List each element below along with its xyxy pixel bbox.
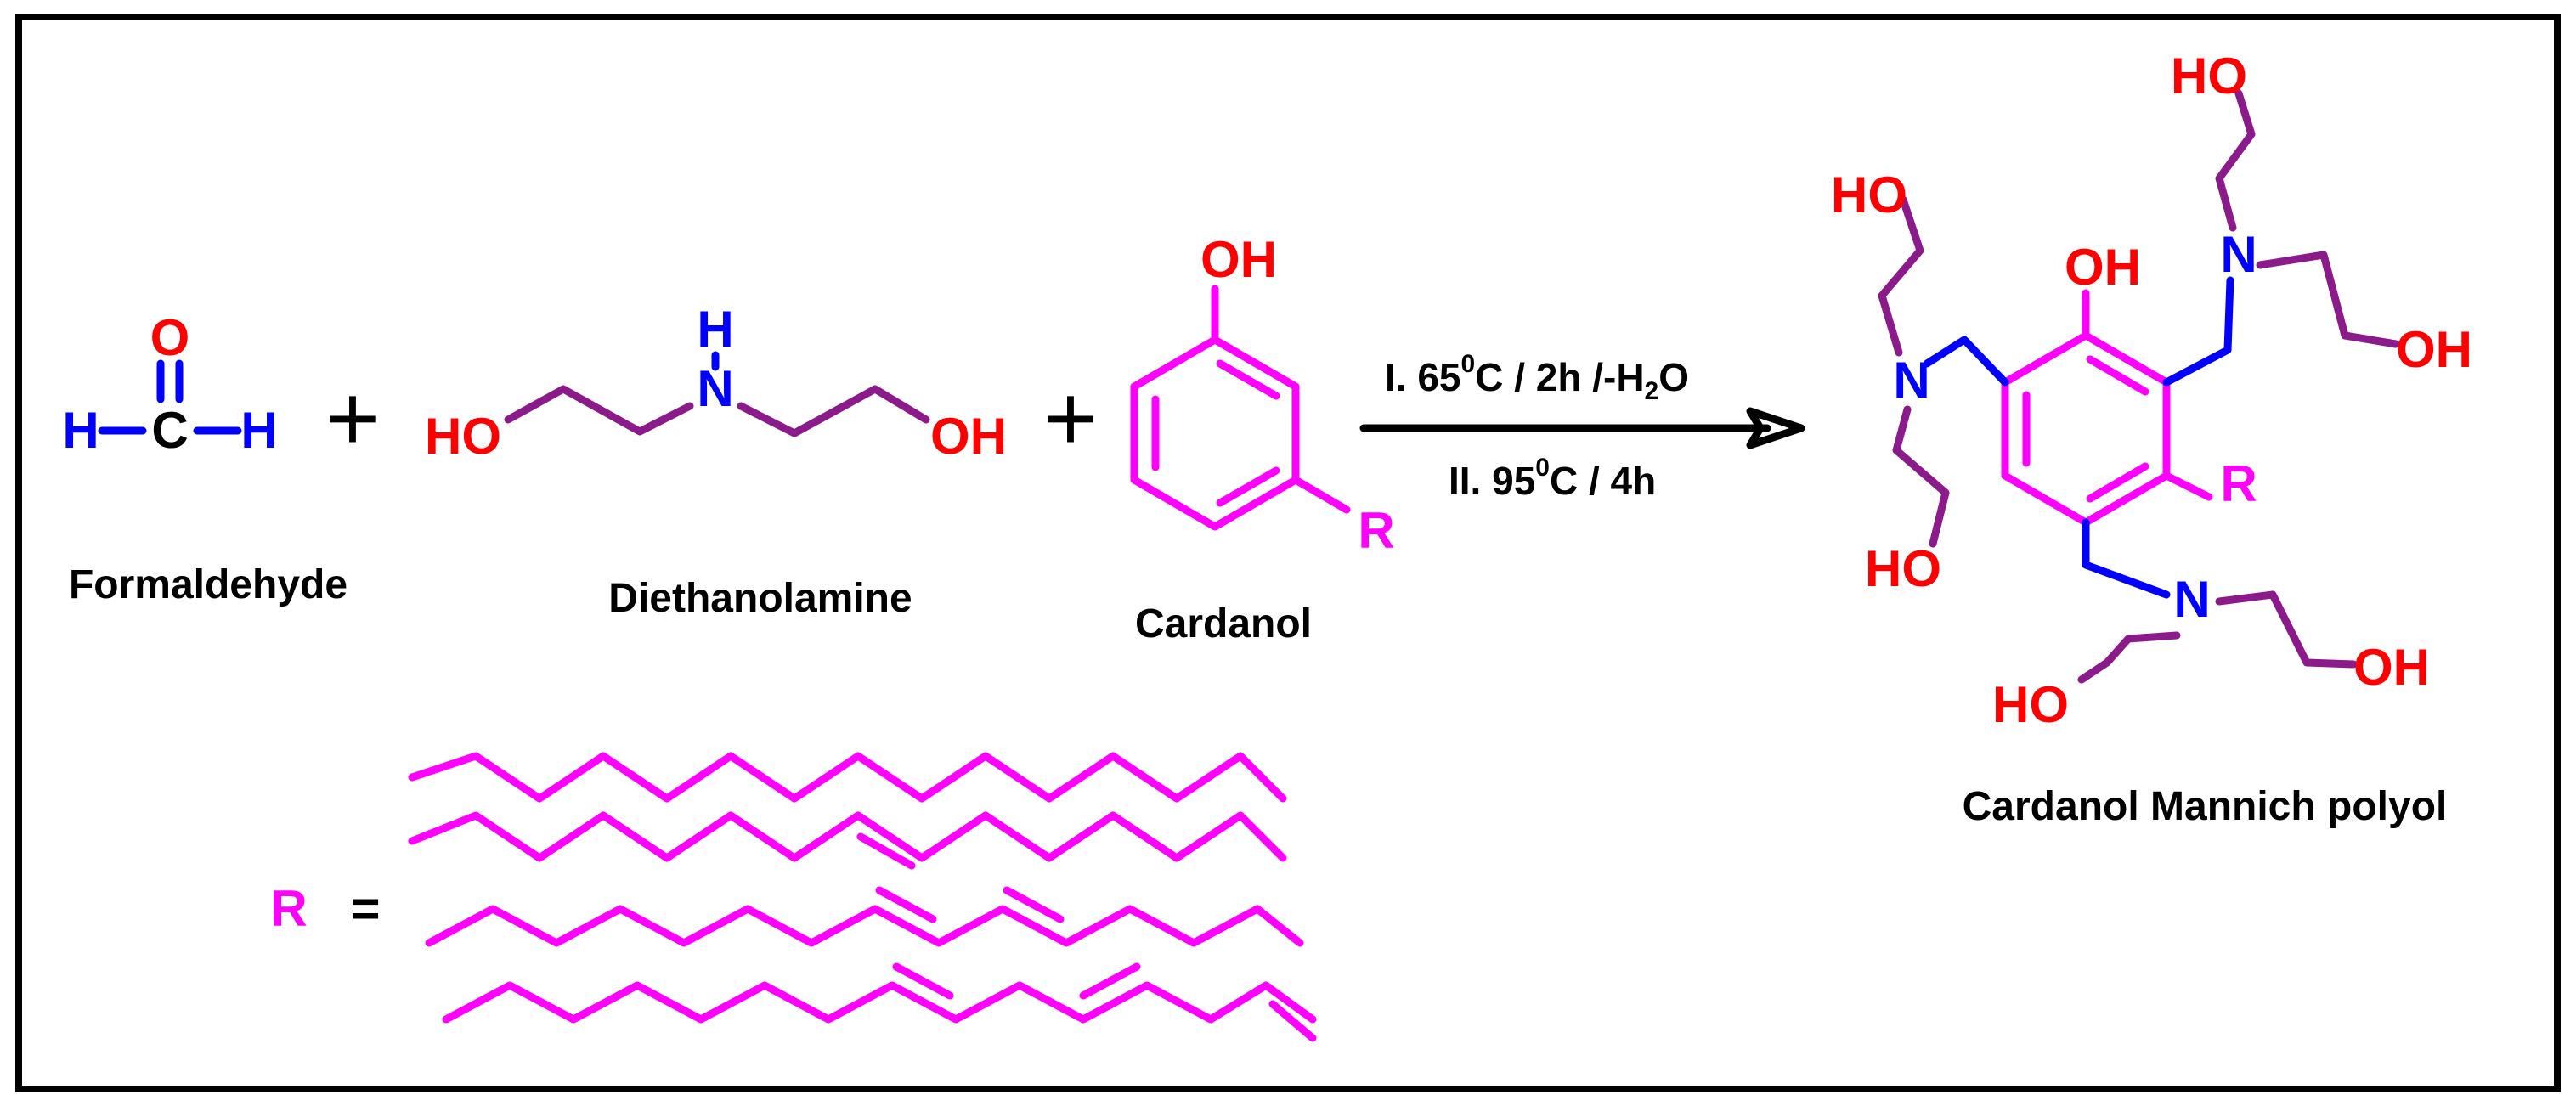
diethanolamine-structure: HO N H OH — [425, 301, 1007, 465]
r-chain-diene — [425, 886, 1304, 947]
cardanol-ring — [1130, 336, 1300, 531]
condition-step-1: I. 650C / 2h /-H2O — [1385, 350, 1689, 405]
diethanolamine-label: Diethanolamine — [608, 576, 912, 621]
dea-h: H — [697, 301, 733, 358]
r-triene-double-bond-3 — [1268, 1000, 1317, 1042]
formaldehyde-structure: O C H H — [62, 309, 277, 459]
cond1-end: O — [1658, 355, 1689, 399]
dea-oh: OH — [930, 408, 1007, 465]
product-bottom-left-arm — [2077, 631, 2181, 684]
cond2-sup: 0 — [1535, 454, 1550, 482]
cond2-end: C / 4h — [1550, 459, 1656, 503]
cond1-prefix: I. 65 — [1385, 355, 1461, 399]
r-chain-saturated — [408, 752, 1287, 803]
product-label: Cardanol Mannich polyol — [1963, 784, 2448, 829]
cond2-prefix: II. 95 — [1449, 459, 1535, 503]
r-triene-double-bond-1 — [892, 962, 954, 1000]
formaldehyde-label: Formaldehyde — [69, 562, 347, 607]
product-left-ch2 — [1923, 336, 2009, 387]
cardanol-structure: OH R — [1130, 231, 1395, 559]
product-right-upper-ho: HO — [2171, 48, 2247, 104]
product-left-upper-arm — [1878, 195, 1924, 357]
product-structure: OH R N HO HO N HO OH N HO OH — [1831, 48, 2472, 733]
dea-ho: HO — [425, 408, 501, 465]
cardanol-label: Cardanol — [1135, 601, 1312, 646]
cond1-sup: 0 — [1461, 350, 1476, 378]
cardanol-ring-double-1 — [1216, 359, 1280, 400]
product-bottom-n: N — [2173, 571, 2210, 628]
product-right-upper-arm — [2215, 89, 2256, 232]
formaldehyde-h-right: H — [240, 402, 277, 459]
cardanol-ring-double-3 — [1216, 466, 1280, 507]
plus-sign-1: + — [325, 366, 380, 471]
r-monoene-double-bond — [856, 832, 916, 870]
cond1-sub: 2 — [1645, 377, 1659, 405]
formaldehyde-o: O — [150, 309, 190, 366]
product-left-lower-arm — [1892, 405, 1950, 548]
arrow-head — [1746, 407, 1805, 449]
formaldehyde-c: C — [151, 402, 188, 459]
r-triene-double-bond-2 — [1079, 962, 1141, 1000]
product-bottom-ch2 — [2082, 518, 2171, 599]
product-right-ch2 — [2162, 276, 2234, 387]
cond1-mid: C / 2h /-H — [1475, 355, 1644, 399]
product-r-bond — [2162, 471, 2213, 501]
product-ring-double-1 — [2086, 355, 2149, 396]
plus-sign-2: + — [1043, 366, 1098, 471]
dea-right-arm — [737, 385, 930, 437]
product-right-lower-arm — [2256, 251, 2400, 348]
r-definition-r: R — [270, 880, 307, 937]
cardanol-r-bond — [1291, 476, 1351, 514]
product-bottom-right-arm — [2215, 590, 2358, 669]
formaldehyde-h-left: H — [62, 402, 99, 459]
condition-step-2: II. 950C / 4h — [1449, 454, 1656, 503]
r-chain-triene — [442, 962, 1317, 1042]
product-ring-oh: OH — [2065, 239, 2141, 296]
product-left-lower-ho: HO — [1865, 540, 1941, 597]
product-left-n: N — [1893, 352, 1929, 409]
product-right-n: N — [2220, 226, 2257, 283]
frame-border — [15, 14, 2561, 1092]
product-ring-double-3 — [2086, 462, 2149, 503]
r-definition-equals: = — [350, 880, 380, 937]
product-bottom-left-ho: HO — [1992, 676, 2069, 733]
dea-left-arm — [504, 385, 694, 436]
product-right-lower-oh: OH — [2396, 321, 2472, 378]
reaction-arrow — [1359, 407, 1805, 449]
r-diene-double-bond-2 — [1003, 886, 1065, 923]
r-diene-double-bond-1 — [875, 886, 937, 923]
product-bottom-right-oh: OH — [2353, 639, 2430, 696]
r-chain-monoene — [408, 811, 1287, 870]
product-r: R — [2220, 455, 2257, 512]
product-left-upper-ho: HO — [1831, 166, 1907, 223]
cardanol-oh: OH — [1200, 231, 1277, 288]
cardanol-r: R — [1358, 502, 1394, 559]
